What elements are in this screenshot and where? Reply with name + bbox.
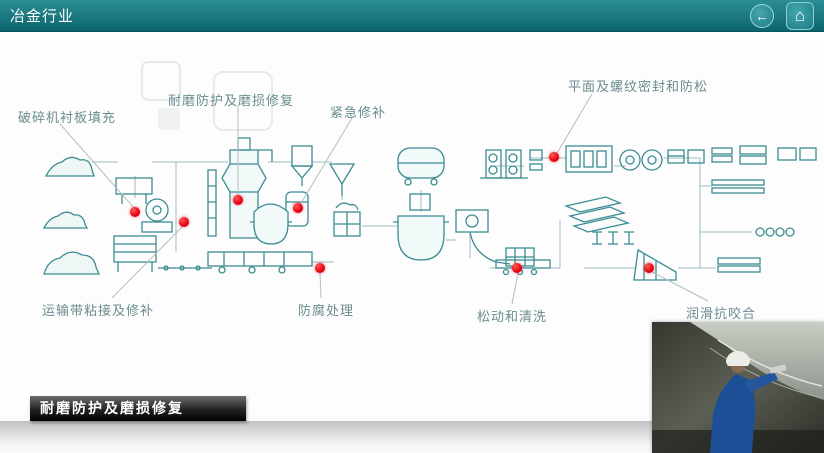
selected-topic-label: 耐磨防护及磨损修复 — [40, 400, 184, 416]
hotspot-label-loosening-cleaning[interactable]: 松动和清洗 — [477, 309, 548, 324]
plate-stack-icon — [563, 196, 631, 233]
hotspot-label-emergency-repair[interactable]: 紧急修补 — [330, 105, 387, 120]
hotspot-label-conveyor-belt[interactable]: 运输带粘接及修补 — [42, 303, 155, 318]
page-title: 冶金行业 — [10, 8, 75, 25]
pipes-icon — [755, 227, 795, 237]
caster-icon — [455, 209, 551, 276]
coil-icon — [619, 149, 663, 171]
screen-icon — [113, 235, 157, 272]
junction-box-icon — [409, 193, 431, 211]
torpedo-ladle-icon — [397, 147, 445, 186]
hotspot-dot-loosening-cleaning[interactable] — [512, 263, 522, 273]
hotspot-label-sealing-antiloosening[interactable]: 平面及螺纹密封和防松 — [568, 79, 709, 94]
chute-icon — [633, 248, 677, 281]
home-icon: ⌂ — [794, 5, 806, 25]
ore-pile-icon — [43, 251, 100, 275]
rolling-mill-icon — [480, 149, 528, 179]
hotspot-dot-sealing-antiloosening[interactable] — [549, 152, 559, 162]
hotspot-label-crusher-liner[interactable]: 破碎机衬板填充 — [18, 110, 117, 125]
crusher-icon — [141, 198, 173, 233]
hotspot-dot-wear-protection[interactable] — [233, 195, 243, 205]
hotspot-dot-anticorrosion[interactable] — [315, 263, 325, 273]
ore-pile-icon — [42, 211, 89, 229]
mold-furnace-icon — [565, 145, 613, 173]
brick-stack-icon — [711, 145, 817, 165]
hotspot-dot-conveyor-belt[interactable] — [179, 217, 189, 227]
converter-icon — [250, 203, 292, 245]
worker-photo-art — [652, 322, 824, 453]
blast-furnace-icon — [207, 137, 273, 239]
hotspot-dot-lubrication[interactable] — [644, 263, 654, 273]
home-button[interactable]: ⌂ — [786, 1, 814, 30]
connector-lines — [92, 157, 752, 269]
parts-icon — [529, 149, 543, 171]
hotspot-dot-crusher-liner[interactable] — [130, 207, 140, 217]
steel-ladle-icon — [393, 215, 449, 261]
casting-platform-icon — [207, 251, 313, 274]
hotspot-dot-emergency-repair[interactable] — [293, 203, 303, 213]
sheet-stack-icon — [711, 179, 765, 194]
cabinet-icon — [333, 202, 361, 237]
ore-pile-icon — [44, 156, 95, 177]
leader-lines — [59, 93, 709, 305]
funnel-icon — [328, 163, 356, 196]
back-button[interactable]: ← — [750, 3, 774, 28]
hotspot-label-lubrication[interactable]: 润滑抗咬合 — [686, 306, 757, 321]
hotspot-label-wear-protection[interactable]: 耐磨防护及磨损修复 — [168, 93, 295, 108]
header: 冶金行业 ← ⌂ — [0, 0, 824, 32]
equipment-art — [42, 137, 817, 281]
feeder-icon — [115, 177, 153, 204]
selected-topic-banner[interactable]: 耐磨防护及磨损修复 — [30, 396, 246, 421]
rails-icon — [717, 257, 761, 273]
conveyor-icon — [158, 265, 212, 271]
hotspot-label-anticorrosion[interactable]: 防腐处理 — [298, 303, 355, 318]
hopper-icon — [290, 145, 314, 186]
back-arrow-icon: ← — [755, 7, 769, 24]
ingot-box-icon — [667, 149, 705, 164]
h-beam-icon — [592, 231, 634, 245]
worker-photo — [652, 322, 824, 453]
